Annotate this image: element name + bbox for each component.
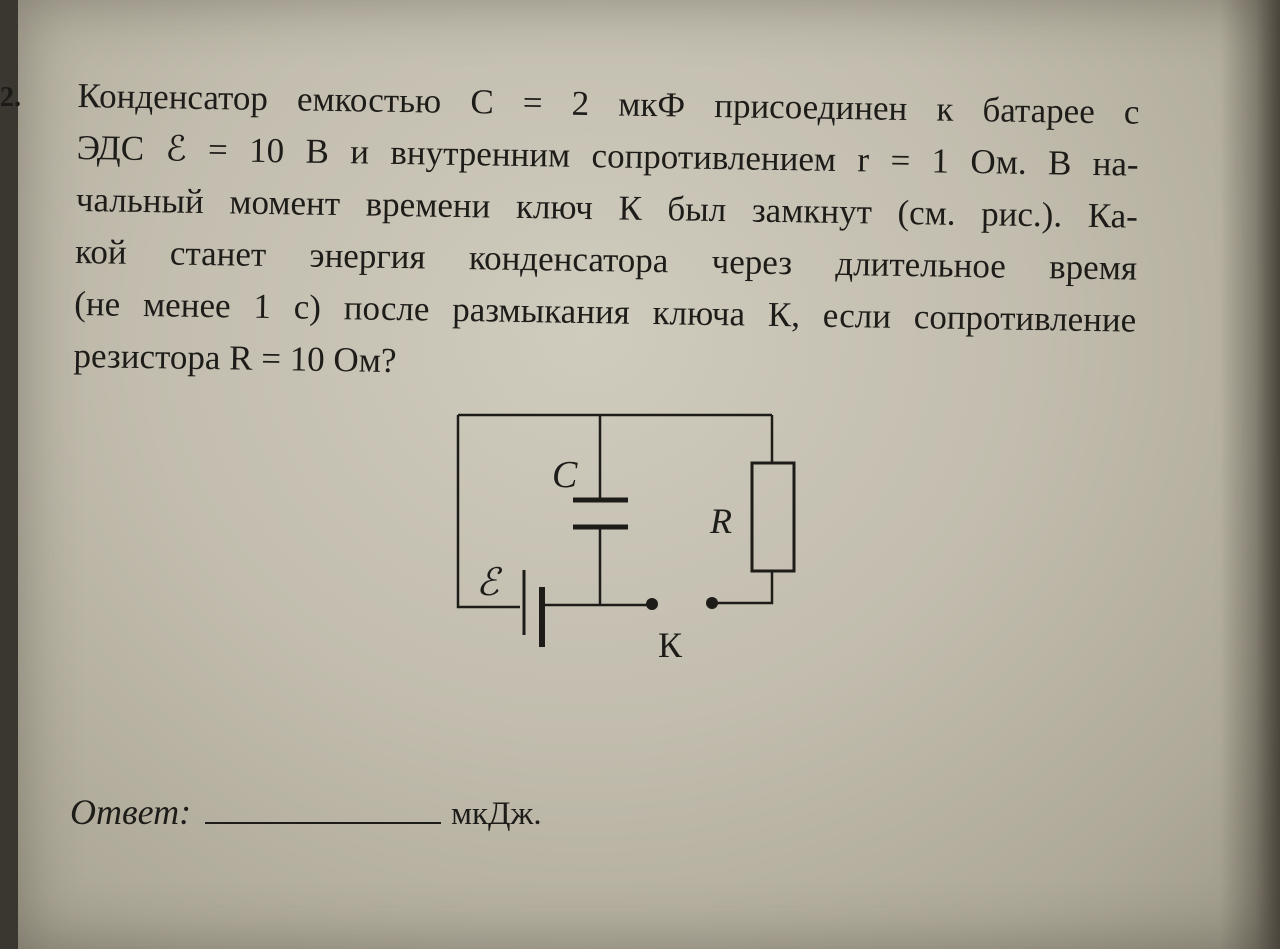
answer-blank-field[interactable]: [205, 790, 442, 824]
key-contact-left: [646, 598, 658, 610]
capacitor-label: C: [552, 454, 578, 496]
resistor-label: R: [709, 501, 732, 541]
circuit-diagram: C R ℰ К: [456, 413, 796, 665]
answer-unit: мкДж.: [451, 796, 542, 832]
answer-label: Ответ:: [70, 792, 192, 832]
page-edge-shadow: [1220, 0, 1280, 949]
textbook-page: [18, 0, 1280, 949]
key-label: К: [658, 625, 683, 665]
answer-row: Ответ: мкДж.: [70, 790, 542, 833]
key-contact-right: [706, 597, 718, 609]
emf-label: ℰ: [476, 562, 503, 604]
problem-statement: Конденсатор емкостью C = 2 мкФ присоедин…: [73, 70, 1140, 399]
resistor-symbol: [750, 461, 796, 573]
right-wire-lower: [712, 571, 774, 605]
problem-number: 2.: [0, 82, 21, 113]
left-wire: [456, 415, 520, 609]
